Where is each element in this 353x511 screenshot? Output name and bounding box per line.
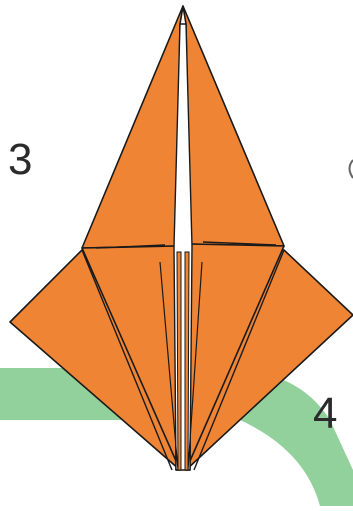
upper-left-point	[82, 6, 183, 248]
next-figure-edge-hint	[350, 160, 353, 178]
step-number-4: 4	[313, 392, 337, 436]
center-inner-strip-right	[185, 252, 189, 470]
step-number-3: 3	[8, 138, 32, 182]
center-inner-strip-left	[177, 252, 181, 470]
upper-right-point	[183, 6, 284, 246]
